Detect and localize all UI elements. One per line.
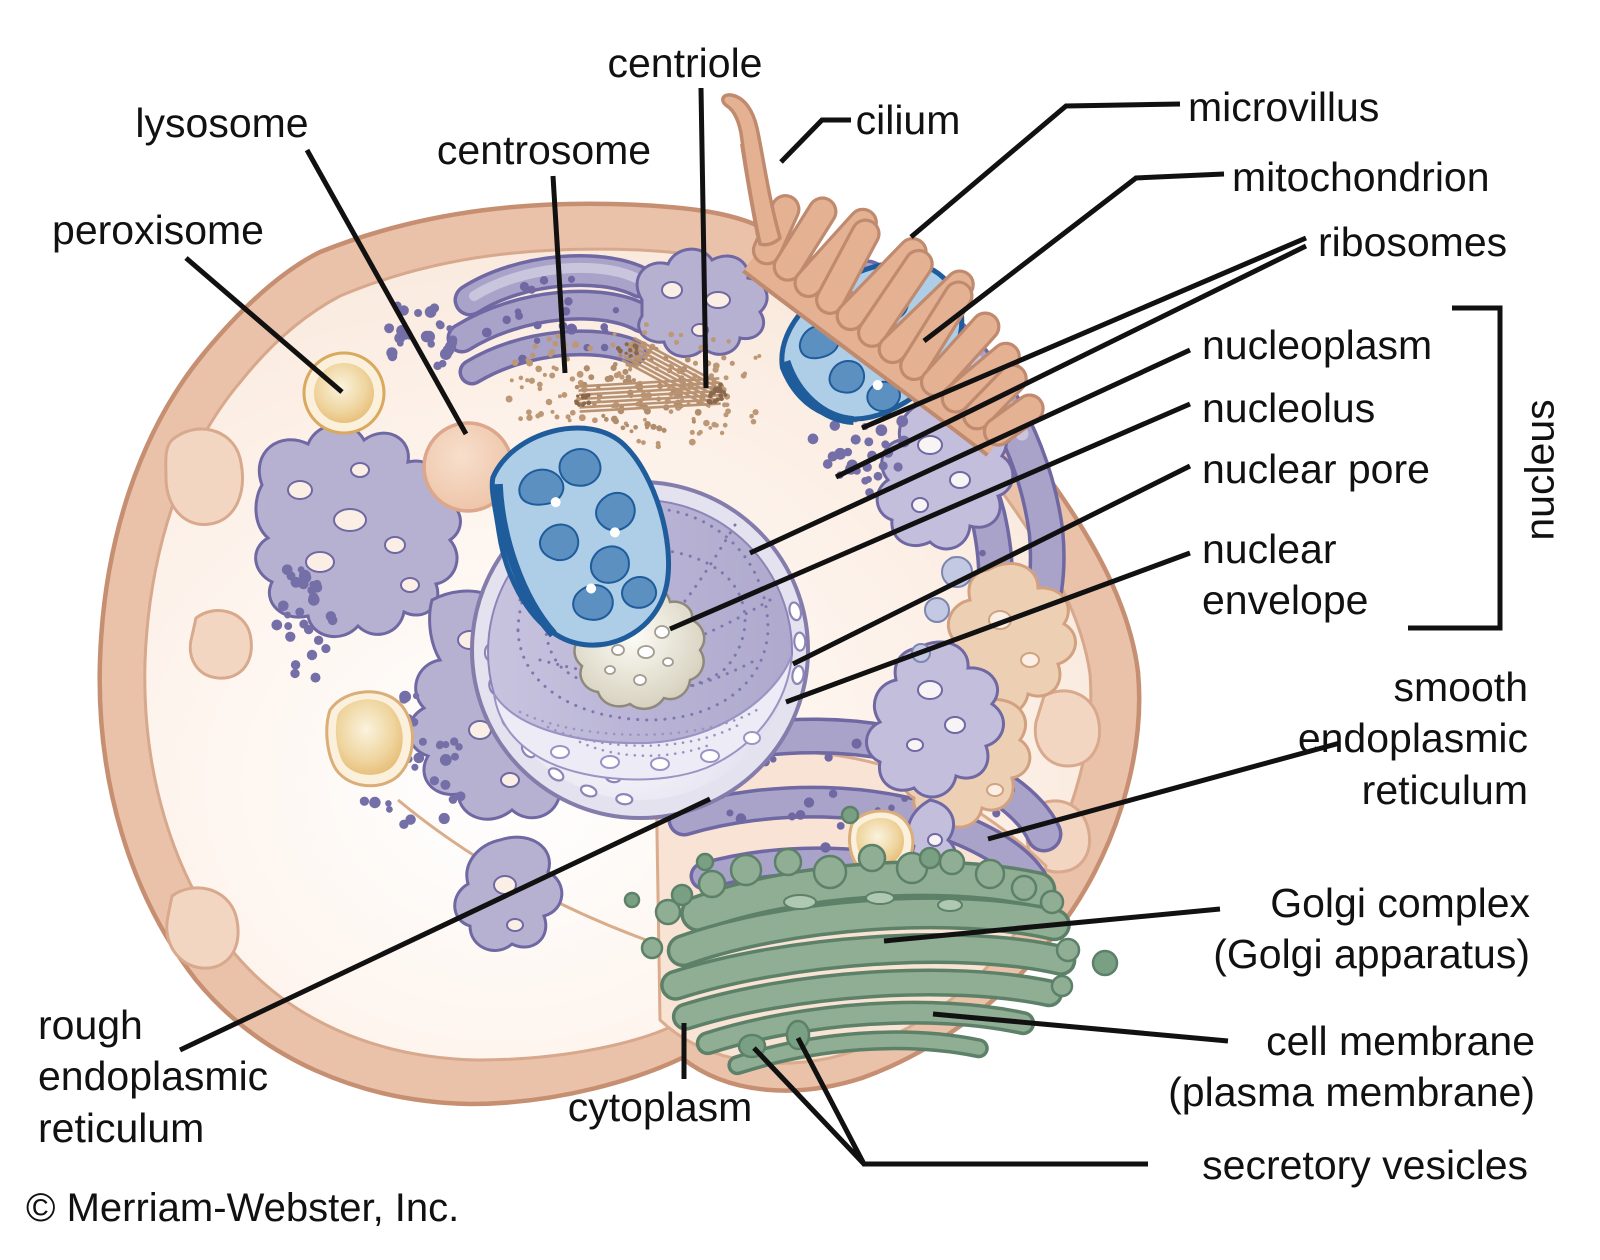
microvilli xyxy=(742,194,1045,457)
leader-nuclear-pore xyxy=(791,463,1192,667)
leader-microvillus xyxy=(909,101,1181,239)
label-cytoplasm: cytoplasm xyxy=(567,1084,753,1130)
label-centriole: centriole xyxy=(607,40,763,86)
label-rough-er: rough endoplasmic reticulum xyxy=(38,1002,269,1151)
label-microvillus: microvillus xyxy=(1188,84,1380,130)
label-peroxisome: peroxisome xyxy=(52,207,264,253)
leader-cilium xyxy=(779,117,851,164)
label-cell-membrane: cell membrane (plasma membrane) xyxy=(1168,1018,1535,1116)
copyright-notice: © Merriam-Webster, Inc. xyxy=(26,1186,460,1230)
leader-rough-er xyxy=(178,796,712,1053)
leader-lysosome xyxy=(304,148,469,436)
label-nuclear-envelope: nuclear envelope xyxy=(1202,526,1369,624)
leader-mitochondrion xyxy=(922,171,1225,343)
leader-ribosomes xyxy=(861,235,1307,431)
label-secretory-vesicles: secretory vesicles xyxy=(1202,1142,1528,1188)
leader-nucleoplasm xyxy=(748,347,1192,556)
leader-secretory-vesicles xyxy=(752,1036,1148,1167)
nucleus-bracket xyxy=(1408,305,1503,631)
leader-lines xyxy=(178,87,1503,1167)
leader-centrosome xyxy=(550,175,568,374)
label-ribosomes: ribosomes xyxy=(1318,219,1508,265)
cilium xyxy=(721,93,782,247)
label-nucleolus: nucleolus xyxy=(1202,385,1376,431)
golden-vesicle xyxy=(325,690,414,788)
golgi-complex xyxy=(640,843,1081,1076)
leader-peroxisome xyxy=(184,256,344,394)
leader-centriole xyxy=(698,87,709,389)
label-mitochondrion: mitochondrion xyxy=(1232,154,1490,200)
label-cilium: cilium xyxy=(855,97,961,143)
label-smooth-er: smooth endoplasmic reticulum xyxy=(1297,664,1528,813)
leader-nuclear-envelope xyxy=(785,550,1191,705)
leader-ribosomes xyxy=(834,243,1308,480)
ribosome-cluster xyxy=(271,564,338,683)
leader-nucleolus xyxy=(669,401,1191,632)
peroxisome xyxy=(302,351,386,435)
leader-cell-membrane xyxy=(932,1011,1229,1044)
label-centrosome: centrosome xyxy=(436,127,652,173)
label-nucleoplasm: nucleoplasm xyxy=(1202,322,1433,368)
mitochondrion-left xyxy=(489,425,672,648)
leader-smooth-er xyxy=(987,740,1341,842)
label-golgi: Golgi complex (Golgi apparatus) xyxy=(1213,880,1530,978)
leader-golgi xyxy=(883,906,1221,944)
label-nuclear-pore: nuclear pore xyxy=(1202,446,1430,492)
label-nucleus: nucleus xyxy=(1516,399,1563,541)
label-lysosome: lysosome xyxy=(135,100,309,146)
